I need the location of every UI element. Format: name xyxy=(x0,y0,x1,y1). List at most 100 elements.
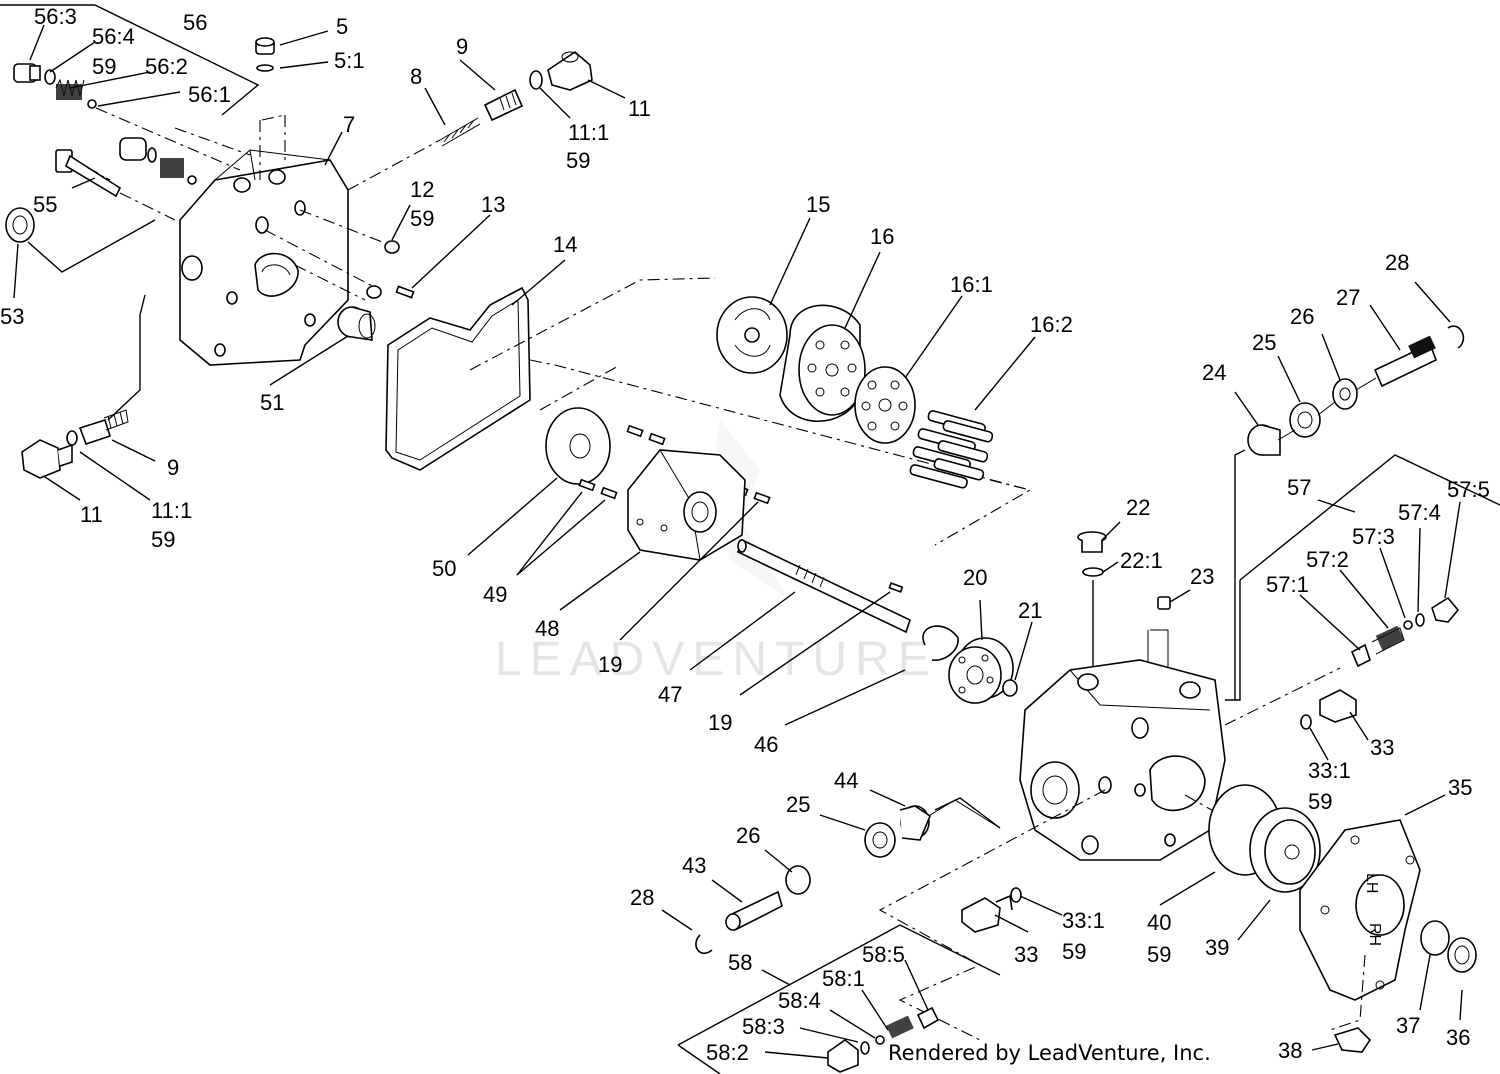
callout-59-b: 59 xyxy=(566,148,590,173)
callout-labels: 56:3 56:4 59 56:2 56:1 56 5 5:1 9 8 11 1… xyxy=(0,4,1490,1065)
callout-36: 36 xyxy=(1446,1025,1470,1050)
callout-16: 16 xyxy=(870,224,894,249)
bearing-20 xyxy=(948,637,1014,704)
callout-57-2: 57:2 xyxy=(1306,547,1349,572)
svg-text:RH: RH xyxy=(1366,923,1383,946)
callout-5-1: 5:1 xyxy=(334,48,365,73)
callout-16-2: 16:2 xyxy=(1030,312,1073,337)
callout-59-d: 59 xyxy=(151,527,175,552)
callout-7: 7 xyxy=(343,112,355,137)
callout-38: 38 xyxy=(1278,1038,1302,1063)
parts-drawing: LH RH xyxy=(0,4,1500,1074)
gerotor-39 xyxy=(1249,807,1321,893)
callout-59-e: 59 xyxy=(1308,789,1332,814)
watermark-text: LEADVENTURE xyxy=(495,633,938,686)
callout-48: 48 xyxy=(535,616,559,641)
callout-49: 49 xyxy=(483,582,507,607)
valve-58 xyxy=(827,1006,940,1073)
callout-58-2: 58:2 xyxy=(706,1040,749,1065)
callout-5: 5 xyxy=(336,14,348,39)
svg-text:LH: LH xyxy=(1363,873,1380,893)
callout-56-1: 56:1 xyxy=(188,82,231,107)
callout-19-b: 19 xyxy=(708,710,732,735)
callout-35: 35 xyxy=(1448,775,1472,800)
callout-39: 39 xyxy=(1205,935,1229,960)
port-plate-15 xyxy=(716,296,788,374)
callout-16-1: 16:1 xyxy=(950,272,993,297)
plug-33-right xyxy=(1300,689,1357,730)
callout-37: 37 xyxy=(1396,1013,1420,1038)
callout-59-a: 59 xyxy=(92,54,116,79)
cylinder-block-16 xyxy=(779,304,866,423)
callout-11-top: 11 xyxy=(628,96,651,121)
callout-12: 12 xyxy=(410,177,434,202)
valve-57 xyxy=(1350,596,1460,668)
spring-56-2 xyxy=(55,78,85,100)
plug-5 xyxy=(255,37,275,72)
thrust-washer-50 xyxy=(545,407,611,485)
swashplate-48 xyxy=(627,449,746,561)
callout-13: 13 xyxy=(481,192,505,217)
plug-33-bottom xyxy=(961,894,1013,933)
callout-25-top: 25 xyxy=(1252,330,1276,355)
callout-53: 53 xyxy=(0,304,24,329)
callout-43: 43 xyxy=(682,853,706,878)
valve-9-top xyxy=(483,88,524,122)
callout-21: 21 xyxy=(1018,598,1042,623)
callout-57-4: 57:4 xyxy=(1398,500,1441,525)
callout-46: 46 xyxy=(754,732,778,757)
bearing-24 xyxy=(1247,424,1281,456)
callout-23: 23 xyxy=(1190,564,1214,589)
pistons-16-2 xyxy=(909,410,994,489)
bolt-55 xyxy=(55,149,122,198)
callout-44: 44 xyxy=(834,768,858,793)
callout-33-1-right: 33:1 xyxy=(1308,758,1351,783)
callout-51: 51 xyxy=(260,390,284,415)
callout-22: 22 xyxy=(1126,495,1150,520)
credit-text: Rendered by LeadVenture, Inc. xyxy=(888,1041,1211,1065)
plug-56-3 xyxy=(13,63,41,83)
callout-58-1: 58:1 xyxy=(822,966,865,991)
plug-22 xyxy=(1077,531,1107,577)
callout-33-1-bottom: 33:1 xyxy=(1062,908,1105,933)
callout-9-top: 9 xyxy=(456,34,468,59)
pin-27 xyxy=(1373,335,1438,388)
callout-57-5: 57:5 xyxy=(1447,477,1490,502)
callout-50: 50 xyxy=(432,556,456,581)
callout-20: 20 xyxy=(963,565,987,590)
shaft-47 xyxy=(737,538,911,634)
plug-11-bottom xyxy=(21,439,73,479)
plug-11-top xyxy=(547,50,593,91)
callout-55: 55 xyxy=(33,192,57,217)
callout-33-bottom: 33 xyxy=(1014,942,1038,967)
callout-57-1: 57:1 xyxy=(1266,572,1309,597)
callout-11-1-bottom: 11:1 xyxy=(151,498,192,523)
callout-59-c: 59 xyxy=(410,206,434,231)
leader-lines xyxy=(13,24,1463,1059)
callout-11-1-top: 11:1 xyxy=(568,120,609,145)
callout-57: 57 xyxy=(1287,475,1311,500)
callout-28-top: 28 xyxy=(1385,250,1409,275)
callout-11-bottom: 11 xyxy=(80,502,103,527)
spring-8 xyxy=(439,117,481,147)
callout-47: 47 xyxy=(658,682,682,707)
callout-15: 15 xyxy=(806,192,830,217)
callout-56-2: 56:2 xyxy=(145,54,188,79)
callout-19-a: 19 xyxy=(598,652,622,677)
callout-28-bottom: 28 xyxy=(630,885,654,910)
end-plate-7 xyxy=(179,149,349,366)
callout-14: 14 xyxy=(553,232,577,257)
callout-33-right: 33 xyxy=(1370,735,1394,760)
callout-26-top: 26 xyxy=(1290,304,1314,329)
callout-24: 24 xyxy=(1202,360,1226,385)
callout-58-5: 58:5 xyxy=(862,942,905,967)
valve-9-bottom xyxy=(78,409,129,446)
callout-56-4: 56:4 xyxy=(92,24,135,49)
callout-25-bottom: 25 xyxy=(786,792,810,817)
callout-27: 27 xyxy=(1336,285,1360,310)
callout-56-3: 56:3 xyxy=(34,4,77,29)
retainer-16-1 xyxy=(854,366,916,444)
pump-housing xyxy=(1019,659,1226,861)
callout-59-f: 59 xyxy=(1062,939,1086,964)
